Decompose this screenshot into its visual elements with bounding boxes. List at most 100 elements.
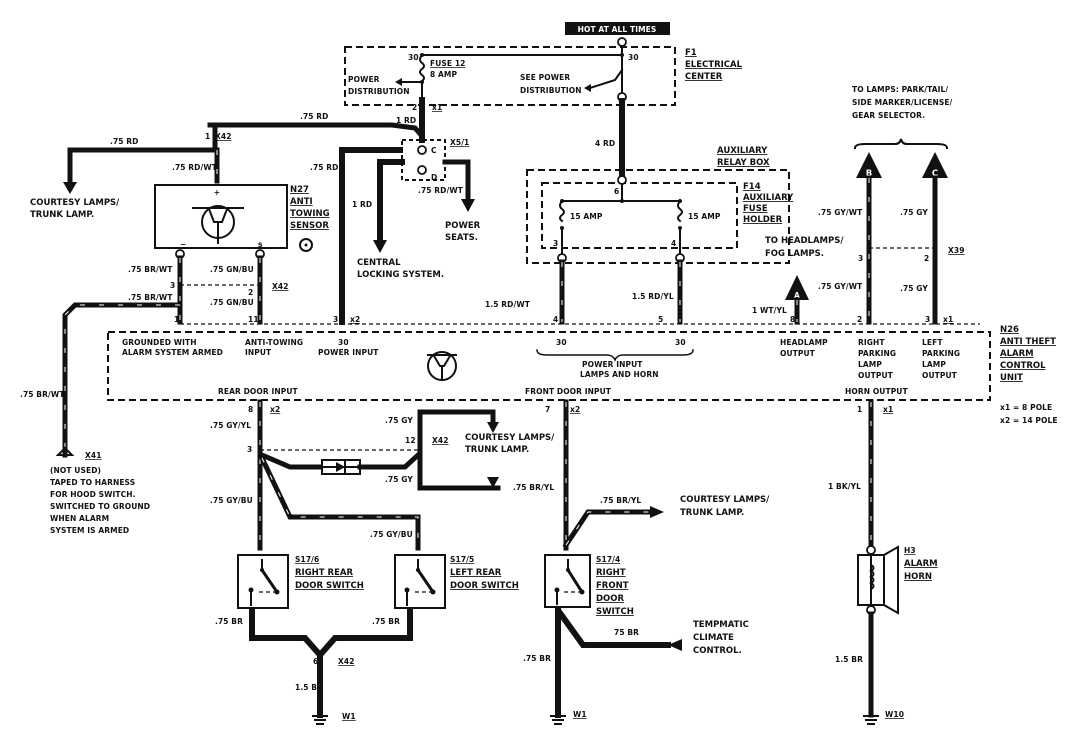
right-parking-line2: PARKING [858,349,896,358]
right-parking-line3: LAMP [858,360,882,369]
terminal-node [617,37,627,47]
arrow-b-label: B [866,169,872,179]
coil-icon [869,563,875,591]
n26-line3: ALARM [1000,349,1034,359]
wire-label-1wtyl: 1 WT/YL [752,306,787,315]
wire-label-75bryl-b: .75 BR/YL [600,496,641,505]
s17-4-line4: SWITCH [596,607,634,617]
s17-6-id: S17/6 [295,555,319,564]
hood-note-line4: SWITCHED TO GROUND [50,502,150,511]
s17-5-id: S17/5 [450,555,474,564]
anti-towing-sensor-n27: + − s N27 ANTI TOWING SENSOR [154,184,330,259]
n26-line1: N26 [1000,325,1019,335]
front-pin-7: 7 [545,405,550,414]
headlamps-line2: FOG LAMPS. [765,249,824,259]
terminal-30-right-label: 30 [628,53,639,62]
fuse-15a-right [677,199,683,223]
power-seats-line2: SEATS. [445,233,478,243]
connector-x41-icon [55,446,75,456]
ground-icon [550,715,566,725]
wire-label-75br-a: .75 BR [215,617,243,626]
ground-icon [312,715,328,725]
fuse-15a-left [559,199,565,223]
wire-label-15br-b: 1.5 BR [835,655,863,664]
power-dist-left-line2: DISTRIBUTION [348,87,410,96]
wire-75gy-courtesy [417,409,496,453]
n26-line4: CONTROL [1000,361,1046,371]
wire-label-75brwt-b: .75 BR/WT [128,293,173,302]
pin-4-term: 30 [556,338,567,347]
ground-w1-a: W1 [342,712,356,721]
hood-note-line1: (NOT USED) [50,466,101,475]
n26-pin-4: 4 [553,315,558,324]
see-power-dist-line1: SEE POWER [520,73,570,82]
s17-4-line3: DOOR [596,594,625,604]
wire-75brwt-hood [62,302,183,458]
f14-line3: FUSE [743,204,768,214]
x42-rear-pin-12: 12 [405,436,416,445]
s17-4-line2: FRONT [596,581,629,591]
wire-label-75gy-a: .75 GY [900,208,928,217]
connector-b-arrow [856,152,882,178]
wire-label-75rd-left: .75 RD [110,137,139,146]
ground-icon [863,715,879,725]
sensor-minus: − [180,240,186,249]
grounded-line1: GROUNDED WITH [122,338,197,347]
hood-note-line5: WHEN ALARM [50,514,109,523]
x1-pin-label: 2 [412,103,417,112]
hood-note-line2: TAPED TO HARNESS [50,478,135,487]
sensor-s: s [258,240,263,249]
x39-pin-3: 3 [858,254,863,263]
hot-at-all-times-banner [565,22,670,35]
x42-mid-label: X42 [272,282,289,291]
wire-label-75gnbu-a: .75 GN/BU [210,265,254,274]
to-lamps-line3: GEAR SELECTOR. [852,111,925,120]
wire-75gybu-left [258,454,421,551]
left-parking-line1: LEFT [922,338,943,347]
f14-line2: AUXILIARY [743,193,794,203]
arrow-right-icon [650,506,664,518]
right-front-door-switch-s17-4: S17/4 RIGHT FRONT DOOR SWITCH [544,554,634,617]
see-power-dist-line2: DISTRIBUTION [520,86,582,95]
pin-5-term: 30 [675,338,686,347]
wire-label-1rd-top: 1 RD [396,116,416,125]
n27-line1: N27 [290,185,309,195]
courtesy-1-line2: TRUNK LAMP. [30,210,94,220]
h3-id: H3 [904,546,916,555]
hood-note-line6: SYSTEM IS ARMED [50,526,129,535]
wire-75rd-power [339,147,403,325]
tempmatic-line1: TEMPMATIC [693,620,749,630]
wire-label-75rdwt-sensor: .75 RD/WT [172,163,218,172]
wire-label-75rdwt-seats: .75 RD/WT [418,186,464,195]
wire-label-15br-a: 1.5 BR [295,683,323,692]
power-input-brace [536,349,694,363]
wire-label-75rd-top: .75 RD [300,112,329,121]
arrow-down-icon [487,422,499,433]
electrical-center-f1: 30 FUSE 12 8 AMP POWER DISTRIBUTION 30 S… [344,37,743,112]
wire-75rdwt-seats [442,159,471,205]
aux-relay-line1: AUXILIARY [717,146,768,156]
central-locking-line1: CENTRAL [357,258,401,268]
wire-label-15rdwt: 1.5 RD/WT [485,300,531,309]
power-seats-line1: POWER [445,221,481,231]
front-x2-label: x2 [570,405,580,414]
power-group-line1: POWER INPUT [582,360,643,369]
s17-6-line1: RIGHT REAR [295,568,353,578]
rear-x2-label: x2 [270,405,280,414]
x41-label: X41 [85,451,102,460]
h3-line2: HORN [904,572,932,582]
hot-at-all-times-label: HOT AT ALL TIMES [578,25,657,34]
wire-label-75gywt-a: .75 GY/WT [818,208,863,217]
n26-pin-1: 1 [174,315,179,324]
wire-label-75gy-b: .75 GY [900,284,928,293]
f14-line4: HOLDER [743,215,783,225]
x42-rear-label: X42 [432,436,449,445]
front-door-input-label: FRONT DOOR INPUT [525,387,612,396]
arrow-c-label: C [932,169,938,179]
n26-x2-label: x2 [350,315,360,324]
wire-label-1bkyl: 1 BK/YL [828,482,861,491]
wire-75bryl-courtesy [562,509,655,549]
arrow-down-icon [63,182,77,194]
wire-label-75rd-power: .75 RD [310,163,339,172]
arrow-a-label: A [794,291,800,300]
